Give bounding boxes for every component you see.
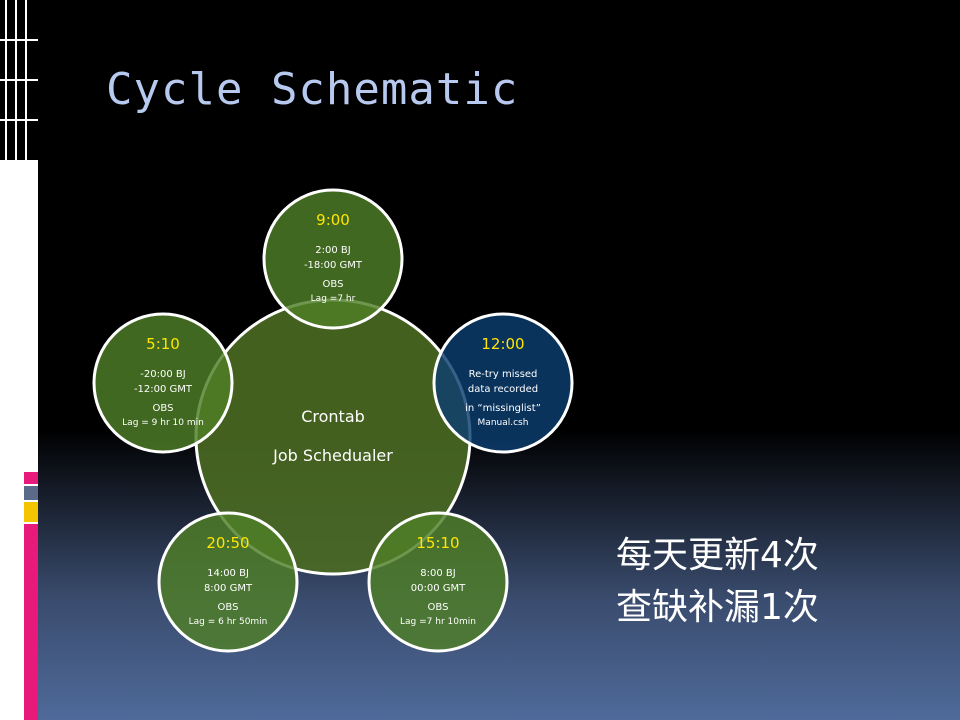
node-detail-line-2: -12:00 GMT bbox=[134, 384, 193, 395]
note-line-2: 查缺补漏1次 bbox=[616, 587, 819, 628]
cycle-node-4: 20:50 14:00 BJ 8:00 GMT OBS Lag = 6 hr 50min bbox=[157, 511, 299, 653]
node-detail-line-1: -20:00 BJ bbox=[140, 369, 185, 380]
node-detail-line-2: -18:00 GMT bbox=[304, 260, 363, 271]
node-detail-line-4: Lag = 6 hr 50min bbox=[189, 617, 268, 627]
node-circle bbox=[92, 312, 234, 454]
node-detail-line-1: 2:00 BJ bbox=[315, 245, 350, 256]
node-detail-line-1: Re-try missed bbox=[469, 369, 538, 380]
node-time-label: 5:10 bbox=[146, 335, 180, 353]
node-detail-line-3: OBS bbox=[218, 602, 239, 613]
cycle-nodes: 9:00 2:00 BJ -18:00 GMT OBS Lag =7 hr 12:00Re… bbox=[92, 188, 574, 653]
node-time-label: 15:10 bbox=[416, 534, 459, 552]
node-detail-line-2: 00:00 GMT bbox=[411, 583, 466, 594]
node-detail-line-4: Lag =7 hr 10min bbox=[400, 617, 476, 627]
slide-title: Cycle Schematic bbox=[106, 64, 519, 115]
cycle-node-5: 5:10 -20:00 BJ -12:00 GMT OBS Lag = 9 hr 10 … bbox=[92, 312, 234, 454]
corner-ornament bbox=[0, 0, 38, 160]
node-detail-line-1: 8:00 BJ bbox=[420, 568, 455, 579]
hub-label-line2: Job Schedualer bbox=[272, 446, 393, 465]
node-circle bbox=[262, 188, 404, 330]
node-detail-line-4: Manual.csh bbox=[478, 418, 529, 428]
node-detail-line-3: OBS bbox=[428, 602, 449, 613]
note-line-1: 每天更新4次 bbox=[616, 535, 819, 576]
node-circle bbox=[432, 312, 574, 454]
node-detail-line-1: 14:00 BJ bbox=[207, 568, 249, 579]
color-stripes bbox=[24, 472, 38, 720]
node-detail-line-3: in “missinglist” bbox=[465, 403, 541, 414]
node-detail-line-3: OBS bbox=[153, 403, 174, 414]
node-detail-line-4: Lag =7 hr bbox=[311, 294, 356, 304]
node-detail-line-4: Lag = 9 hr 10 min bbox=[122, 418, 204, 428]
node-detail-line-2: 8:00 GMT bbox=[204, 583, 253, 594]
hub-label-line1: Crontab bbox=[301, 407, 365, 426]
cycle-node-1: 9:00 2:00 BJ -18:00 GMT OBS Lag =7 hr bbox=[262, 188, 404, 330]
node-detail-line-3: OBS bbox=[323, 279, 344, 290]
node-time-label: 20:50 bbox=[206, 534, 249, 552]
node-circle bbox=[367, 511, 509, 653]
node-time-label: 9:00 bbox=[316, 211, 350, 229]
node-detail-line-2: data recorded bbox=[468, 384, 538, 395]
node-circle bbox=[157, 511, 299, 653]
node-time-label: 12:00 bbox=[481, 335, 524, 353]
update-frequency-note: 每天更新4次 查缺补漏1次 bbox=[616, 530, 819, 634]
cycle-node-3: 15:10 8:00 BJ 00:00 GMT OBS Lag =7 hr 10min bbox=[367, 511, 509, 653]
